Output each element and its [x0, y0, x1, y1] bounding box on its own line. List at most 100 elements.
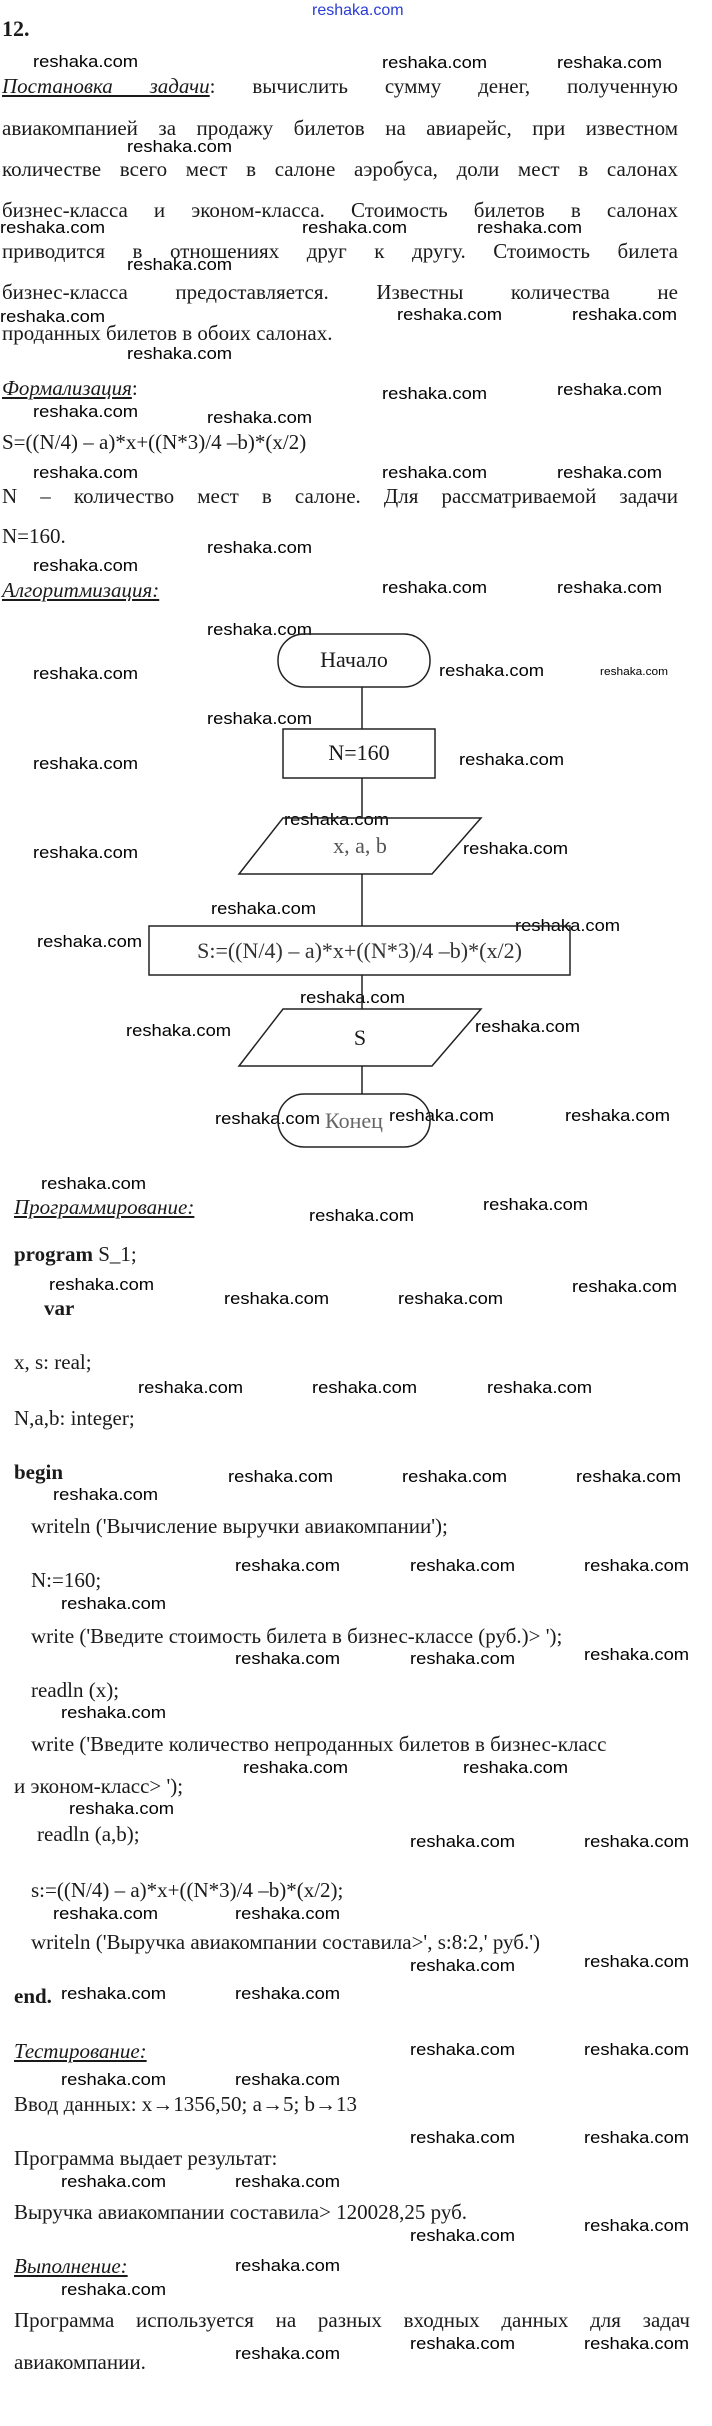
watermark-text: reshaka.com [584, 1952, 690, 1971]
code-line: readln (a,b); [37, 1822, 140, 1846]
watermark-text: reshaka.com [576, 1467, 682, 1486]
watermark-text: reshaka.com [584, 2128, 690, 2147]
watermark-text: reshaka.com [410, 1649, 516, 1668]
watermark-text: reshaka.com [207, 620, 313, 639]
watermark-text: reshaka.com [207, 408, 313, 427]
watermark-text: reshaka.com [463, 839, 569, 858]
watermark-text: reshaka.com [572, 1277, 678, 1296]
watermark-text: reshaka.com [584, 2040, 690, 2059]
flowchart-compute-shape [148, 925, 571, 976]
watermark-text: reshaka.com [312, 1378, 418, 1397]
formalization-heading: Формализация [2, 376, 132, 400]
code-line-var: var [44, 1296, 75, 1320]
flowchart-output-label: S [353, 1025, 367, 1050]
task-number: 12. [2, 16, 30, 41]
watermark-text: reshaka.com [69, 1799, 175, 1818]
watermark-text: reshaka.com [382, 53, 488, 72]
code-line: N,a,b: integer; [14, 1406, 135, 1430]
watermark-text: reshaka.com [33, 463, 139, 482]
watermark-text: reshaka.com [557, 463, 663, 482]
execution-text: Программа используется на разных входных… [14, 2308, 690, 2332]
watermark-text: reshaka.com [410, 2226, 516, 2245]
statement-heading: Постановка задачи [2, 74, 210, 98]
watermark-text: reshaka.com [235, 2172, 341, 2191]
watermark-text: reshaka.com [61, 1984, 167, 2003]
watermark-text: reshaka.com [410, 2334, 516, 2353]
watermark-text: reshaka.com [235, 2256, 341, 2275]
flowchart-end-shape [277, 1093, 431, 1148]
watermark-text: reshaka.com [53, 1904, 159, 1923]
watermark-text: reshaka.com [309, 1206, 415, 1225]
watermark-text: reshaka.com [439, 661, 545, 680]
statement-line: авиакомпанией за продажу билетов на авиа… [2, 116, 678, 140]
code-line: write ('Введите количество непроданных б… [31, 1732, 607, 1756]
flowchart [148, 633, 571, 1148]
watermark-text: reshaka.com [224, 1289, 330, 1308]
watermark-text: reshaka.com [382, 463, 488, 482]
flowchart-end-label: Конец [325, 1108, 383, 1133]
site-watermark-link[interactable]: reshaka.com [312, 2, 404, 19]
watermark-text: reshaka.com [138, 1378, 244, 1397]
watermark-text: reshaka.com [487, 1378, 593, 1397]
flowchart-compute-label: S:=((N/4) – a)*x+((N*3)/4 –b)*(x/2) [197, 938, 522, 963]
watermark-text: reshaka.com [49, 1275, 155, 1294]
watermark-text: reshaka.com [557, 578, 663, 597]
watermark-text: reshaka.com [584, 2334, 690, 2353]
watermark-text: reshaka.com [475, 1017, 581, 1036]
watermark-text: reshaka.com [382, 578, 488, 597]
programming-heading: Программирование: [14, 1195, 195, 1219]
watermark-text: reshaka.com [33, 843, 139, 862]
watermark-text: reshaka.com [398, 1289, 504, 1308]
statement-line: проданных билетов в обоих салонах. [2, 321, 333, 345]
watermark-text: reshaka.com [61, 2280, 167, 2299]
watermark-text: reshaka.com [235, 2070, 341, 2089]
watermark-text: reshaka.com [410, 1832, 516, 1851]
watermark-text: reshaka.com [53, 1485, 159, 1504]
algorithm-heading: Алгоритмизация: [2, 578, 160, 602]
watermark-text: reshaka.com [235, 1556, 341, 1575]
watermark-text: reshaka.com [483, 1195, 589, 1214]
code-line: readln (x); [31, 1678, 120, 1702]
watermark-text: reshaka.com [300, 988, 406, 1007]
code-line-program: program S_1; [14, 1242, 137, 1266]
flowchart-process-shape [282, 728, 436, 779]
watermark-text: reshaka.com [215, 1109, 321, 1128]
watermark-text: reshaka.com [410, 2040, 516, 2059]
code-line: writeln ('Вычисление выручки авиакомпани… [31, 1514, 448, 1538]
flowchart-output-shape [237, 1008, 483, 1067]
statement-line: бизнес-класса и эконом-класса. Стоимость… [2, 198, 678, 222]
watermark-text: reshaka.com [0, 218, 106, 237]
watermark-text: reshaka.com [127, 255, 233, 274]
watermark-text: reshaka.com [207, 538, 313, 557]
statement-line: бизнес-класса предоставляется. Известны … [2, 280, 678, 304]
watermark-text: reshaka.com [127, 344, 233, 363]
statement-line: Постановка задачи: вычислить сумму денег… [2, 74, 678, 98]
execution-text: авиакомпании. [14, 2350, 146, 2374]
watermark-text: reshaka.com [37, 932, 143, 951]
watermark-text: reshaka.com [33, 754, 139, 773]
watermark-text: reshaka.com [33, 52, 139, 71]
flowchart-start-shape [277, 633, 431, 688]
watermark-text: reshaka.com [61, 2172, 167, 2191]
testing-result-label: Программа выдает результат: [14, 2146, 278, 2170]
watermark-text: reshaka.com [584, 1556, 690, 1575]
watermark-text: reshaka.com [243, 1758, 349, 1777]
testing-input: Ввод данных: x→1356,50; a→5; b→13 [14, 2092, 358, 2116]
formalization-note: N – количество мест в салоне. Для рассма… [2, 484, 678, 508]
watermark-text: reshaka.com [382, 384, 488, 403]
code-line: N:=160; [31, 1568, 102, 1592]
formula: S=((N/4) – a)*x+((N*3)/4 –b)*(x/2) [2, 430, 307, 454]
watermark-text: reshaka.com [459, 750, 565, 769]
watermark-text: reshaka.com [41, 1174, 147, 1193]
watermark-text: reshaka.com [284, 810, 390, 829]
watermark-text: reshaka.com [0, 307, 106, 326]
watermark-text: reshaka.com [557, 380, 663, 399]
watermark-text: reshaka.com [410, 1556, 516, 1575]
flowchart-n-assign: N=160 [328, 740, 390, 765]
watermark-text: reshaka.com [235, 1649, 341, 1668]
code-line-begin: begin [14, 1460, 64, 1484]
watermark-text: reshaka.com [61, 1594, 167, 1613]
testing-result: Выручка авиакомпании составила> 120028,2… [14, 2200, 468, 2224]
watermark-text: reshaka.com [33, 402, 139, 421]
watermark-text: reshaka.com [126, 1021, 232, 1040]
